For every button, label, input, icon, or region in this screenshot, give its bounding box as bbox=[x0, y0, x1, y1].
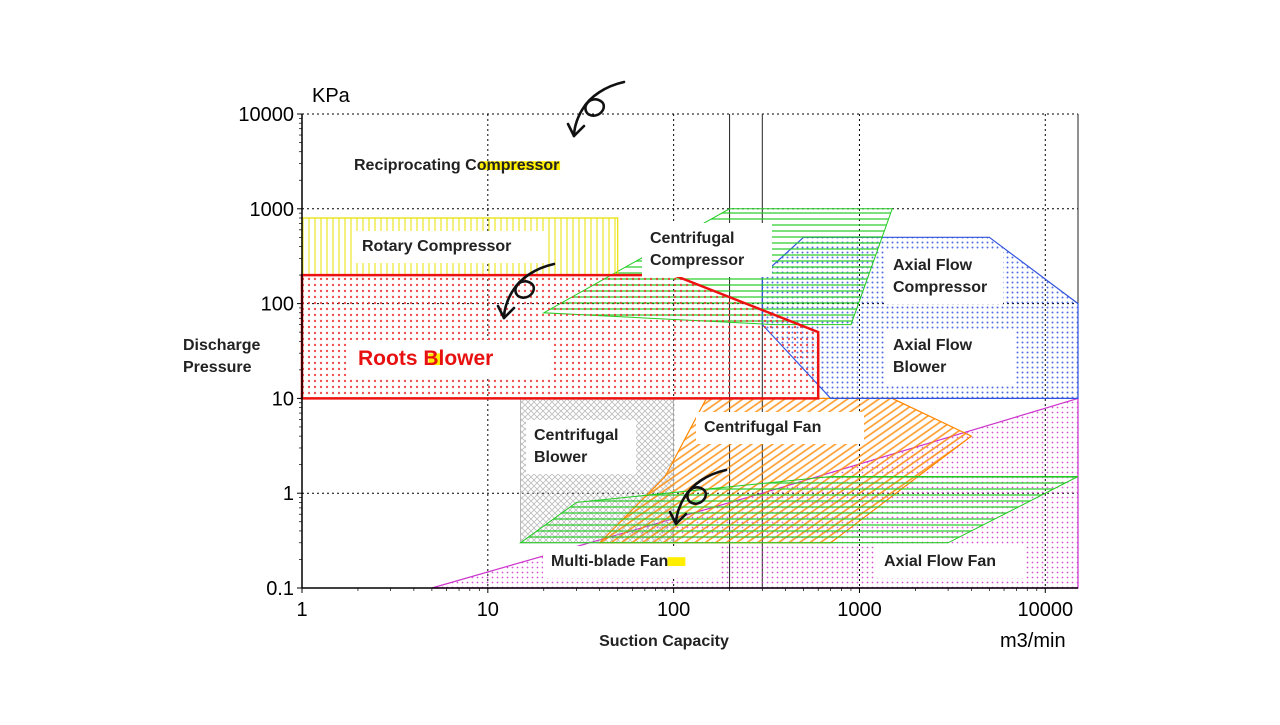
annotation-arrow bbox=[668, 468, 728, 526]
arrow-loop bbox=[686, 486, 708, 505]
arrow-stroke bbox=[674, 468, 728, 526]
region-label-line: Axial Flow bbox=[893, 337, 973, 354]
region-label-line: Compressor bbox=[893, 279, 987, 296]
arrow-stroke bbox=[502, 262, 556, 320]
x-tick-label: 10000 bbox=[1017, 599, 1073, 621]
arrow-stroke bbox=[572, 80, 626, 138]
region-label-line: Roots Blower bbox=[358, 347, 493, 370]
y-tick-label: 0.1 bbox=[266, 578, 294, 600]
region-label-line: Multi-blade Fan bbox=[551, 553, 668, 570]
arrow-head bbox=[496, 304, 516, 320]
y-tick-label: 1000 bbox=[250, 199, 295, 221]
label-box bbox=[543, 546, 721, 578]
arrow-loop bbox=[584, 98, 606, 117]
x-axis-title: Suction Capacity bbox=[599, 633, 729, 650]
label-multi-blade-fan: Multi-blade Fan bbox=[543, 546, 721, 578]
region-label-line: Axial Flow Fan bbox=[884, 553, 996, 570]
highlighted-text: B bbox=[423, 347, 438, 370]
y-tick-label: 1 bbox=[283, 483, 294, 505]
arrow-head bbox=[566, 122, 586, 138]
x-tick-label: 100 bbox=[657, 599, 690, 621]
label-box bbox=[642, 223, 772, 277]
region-label-line: Blower bbox=[893, 359, 946, 376]
annotation-arrow bbox=[566, 80, 626, 138]
highlighted-text: Compresso bbox=[465, 157, 553, 174]
region-label-line: Compressor bbox=[650, 252, 744, 269]
region-multi-blade-fan bbox=[518, 476, 1079, 544]
x-tick-label: 1 bbox=[296, 599, 307, 621]
arrow-loop bbox=[514, 280, 536, 299]
region-label-line: Rotary Compressor bbox=[362, 238, 511, 255]
region-label-line: Blower bbox=[534, 449, 587, 466]
annotation-arrow bbox=[496, 262, 556, 320]
highlight-mark bbox=[667, 557, 686, 566]
label-box bbox=[885, 250, 1003, 304]
highlight-mark bbox=[428, 353, 441, 365]
arrow-head bbox=[668, 510, 688, 526]
y-unit-label: KPa bbox=[312, 85, 351, 107]
x-tick-label: 10 bbox=[477, 599, 499, 621]
highlighted-text: an bbox=[650, 553, 669, 570]
label-box bbox=[526, 420, 636, 474]
label-box bbox=[350, 340, 550, 377]
x-tick-label: 1000 bbox=[837, 599, 882, 621]
y-tick-label: 100 bbox=[261, 294, 294, 316]
region-label-line: Centrifugal bbox=[534, 427, 618, 444]
x-unit-label: m3/min bbox=[1000, 630, 1066, 652]
label-rotary-compressor: Rotary Compressor bbox=[354, 231, 544, 263]
region-label-line: Axial Flow bbox=[893, 257, 973, 274]
label-box bbox=[696, 412, 864, 444]
label-axial-flow-fan: Axial Flow Fan bbox=[876, 546, 1026, 578]
region-label-line: Centrifugal bbox=[650, 230, 734, 247]
region-label-line: Reciprocating Compressor bbox=[354, 157, 559, 174]
y-tick-label: 10000 bbox=[238, 104, 294, 126]
label-roots-blower: Roots Blower bbox=[350, 340, 550, 377]
label-centrifugal-fan: Centrifugal Fan bbox=[696, 412, 864, 444]
label-box bbox=[354, 231, 544, 263]
label-box bbox=[876, 546, 1026, 578]
y-tick-label: 10 bbox=[272, 388, 294, 410]
highlight-mark bbox=[479, 161, 561, 170]
region-label-line: Centrifugal Fan bbox=[704, 419, 821, 436]
label-box bbox=[885, 330, 1015, 384]
label-reciprocating-compressor: Reciprocating Compressor bbox=[354, 157, 561, 174]
